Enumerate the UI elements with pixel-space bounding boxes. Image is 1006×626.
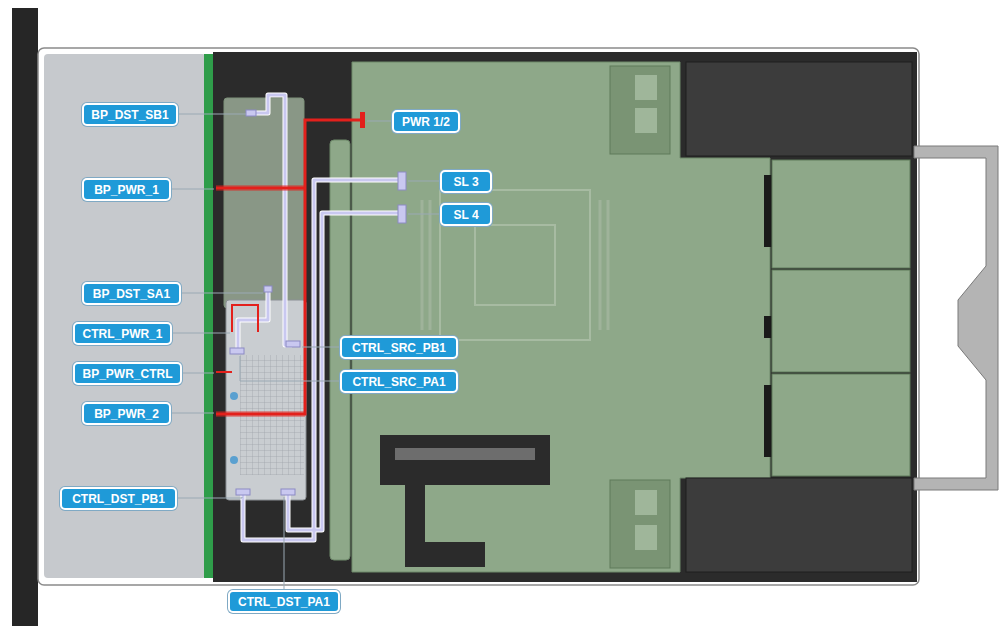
- chassis-interior: [213, 52, 917, 582]
- callout-label: CTRL_DST_PA1: [228, 590, 340, 613]
- callout-label: CTRL_SRC_PB1: [340, 336, 458, 359]
- callout-text: BP_PWR_CTRL: [82, 367, 172, 381]
- callout-label: CTRL_SRC_PA1: [340, 370, 458, 393]
- signal-cables: [238, 95, 405, 540]
- power-supply: [686, 478, 912, 572]
- callout-label: BP_PWR_1: [82, 178, 171, 201]
- board-component: [635, 75, 657, 100]
- backplane: [204, 54, 213, 578]
- cpu-socket: [475, 225, 555, 305]
- callout-text: CTRL_PWR_1: [82, 327, 162, 341]
- drive-bay: [44, 54, 206, 578]
- callout-label: BP_DST_SB1: [82, 103, 178, 126]
- pcie-slot: [395, 448, 535, 460]
- board-component: [635, 490, 657, 515]
- cable-connectors: [230, 110, 406, 495]
- callout-label: SL 3: [440, 170, 492, 193]
- callout-label: BP_PWR_CTRL: [73, 362, 182, 385]
- callout-text: CTRL_SRC_PB1: [352, 341, 446, 355]
- callout-label: BP_DST_SA1: [82, 282, 181, 305]
- callout-text: PWR 1/2: [402, 115, 450, 129]
- callout-text: BP_DST_SA1: [93, 287, 170, 301]
- board-component: [610, 66, 670, 154]
- power-cables: [216, 120, 362, 414]
- rear-riser: [772, 160, 910, 268]
- dimm-slots: [422, 200, 608, 330]
- led: [230, 456, 238, 464]
- power-supply: [686, 62, 912, 156]
- rear-riser: [772, 270, 910, 372]
- callout-text: CTRL_DST_PA1: [238, 595, 330, 609]
- board-component: [405, 482, 425, 542]
- callout-label: BP_PWR_2: [82, 402, 171, 425]
- callout-label: SL 4: [440, 203, 492, 226]
- callout-label: CTRL_DST_PB1: [60, 487, 177, 510]
- board-component: [405, 542, 485, 567]
- chassis: [38, 48, 919, 585]
- callout-text: BP_PWR_2: [94, 407, 159, 421]
- power-cables: [216, 188, 305, 414]
- callout-text: SL 4: [453, 208, 478, 222]
- pcie-slot: [380, 435, 550, 485]
- board-component: [635, 525, 657, 550]
- callout-label: CTRL_PWR_1: [73, 322, 172, 345]
- callout-text: SL 3: [453, 175, 478, 189]
- board-component: [635, 108, 657, 133]
- callout-label: PWR 1/2: [392, 110, 460, 133]
- board-component: [610, 480, 670, 568]
- callout-text: CTRL_SRC_PA1: [352, 375, 445, 389]
- chassis-handle: [914, 146, 998, 490]
- front-bezel: [12, 8, 38, 626]
- callout-text: CTRL_DST_PB1: [72, 492, 165, 506]
- cpu-socket: [440, 190, 590, 340]
- callout-text: BP_PWR_1: [94, 183, 159, 197]
- power-connector: [360, 112, 365, 128]
- controller-bracket: [224, 98, 304, 308]
- led: [230, 392, 238, 400]
- rear-riser: [772, 374, 910, 476]
- callout-text: BP_DST_SB1: [91, 108, 168, 122]
